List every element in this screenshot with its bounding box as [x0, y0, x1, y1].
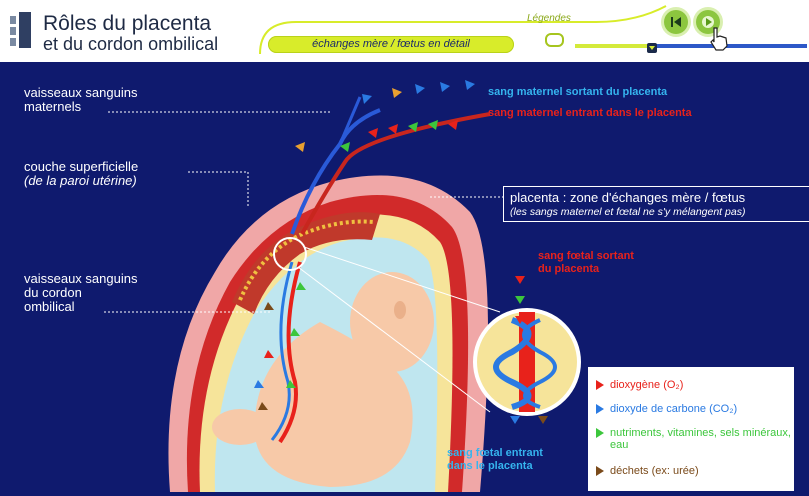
triangle-icon	[596, 404, 604, 414]
title-line-1: Rôles du placenta	[43, 14, 218, 34]
label-fetal-blood-out: sang fœtal sortant du placenta	[538, 250, 634, 276]
label-fetal-blood-in: sang fœtal entrant dans le placenta	[447, 447, 543, 473]
previous-button[interactable]	[664, 10, 688, 34]
triangle-icon	[596, 428, 604, 438]
triangle-icon	[596, 380, 604, 390]
app-logo	[10, 12, 32, 48]
legend-panel: dioxygène (O₂) dioxyde de carbone (CO₂) …	[588, 367, 794, 491]
label-maternal-blood-out: sang maternel sortant du placenta	[488, 86, 667, 98]
triangle-icon	[596, 466, 604, 476]
diagram-area: vaisseaux sanguins maternels couche supe…	[0, 62, 809, 496]
label-maternal-blood-in: sang maternel entrant dans le placenta	[488, 107, 692, 119]
page-title: Rôles du placenta et du cordon ombilical	[43, 14, 218, 54]
label-cord-vessels: vaisseaux sanguins du cordon ombilical	[24, 272, 137, 314]
title-line-2: et du cordon ombilical	[43, 34, 218, 54]
label-maternal-vessels: vaisseaux sanguins maternels	[24, 86, 137, 114]
maternal-arrows-red	[295, 120, 458, 152]
progress-fill	[575, 44, 652, 48]
maternal-arrows-blue	[362, 80, 475, 104]
label-superficial-layer: couche superficielle (de la paroi utérin…	[24, 160, 138, 188]
progress-handle[interactable]	[646, 42, 658, 54]
legend-toggle-label: Légendes	[527, 13, 571, 24]
legend-toggle[interactable]	[545, 33, 564, 47]
hand-cursor-icon	[708, 26, 730, 52]
placenta-callout: placenta : zone d'échanges mère / fœtus …	[503, 186, 809, 222]
skip-back-icon	[664, 10, 688, 34]
header-bar: Rôles du placenta et du cordon ombilical…	[0, 0, 809, 62]
subtitle-pill: échanges mère / fœtus en détail	[268, 36, 514, 53]
